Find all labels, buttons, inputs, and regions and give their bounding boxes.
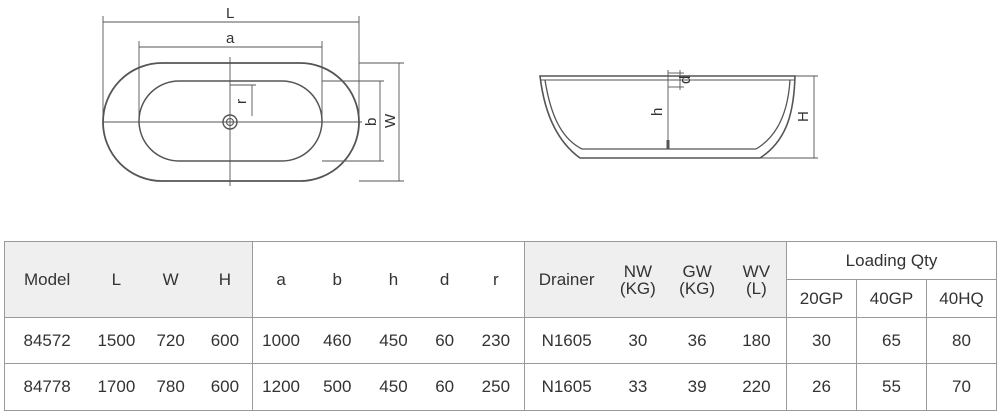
header-nw-line2: (KG) xyxy=(619,278,656,298)
header-40hq: 40HQ xyxy=(925,279,998,318)
row2-wv: 220 xyxy=(742,377,771,397)
row2-nw: 33 xyxy=(628,377,648,397)
header-W: W xyxy=(162,269,179,289)
header-wv-line1: WV xyxy=(742,261,771,281)
dim-label-a: a xyxy=(226,30,235,47)
row2-d: 60 xyxy=(435,377,455,397)
dim-label-W: W xyxy=(382,113,399,128)
header-group-model: Model L W H xyxy=(4,241,253,318)
table-row: 84572 1500 720 600 1000 460 450 60 230 N… xyxy=(4,317,998,364)
row1-W: 720 xyxy=(156,330,185,350)
top-view-labels: L a r b W xyxy=(226,5,399,128)
row2-gw: 39 xyxy=(687,377,707,397)
row1-r: 230 xyxy=(481,330,511,350)
dim-label-r: r xyxy=(233,99,250,104)
dim-label-H: H xyxy=(795,111,812,122)
table-row: 84778 1700 780 600 1200 500 450 60 250 N… xyxy=(4,363,998,411)
header-wv: WV (L) xyxy=(733,263,779,297)
row2-h: 450 xyxy=(379,377,408,397)
header-r: r xyxy=(493,269,499,289)
header-loading-qty: Loading Qty xyxy=(785,241,998,280)
dim-label-L: L xyxy=(226,5,234,22)
row1-h: 450 xyxy=(379,330,408,350)
row1-d: 60 xyxy=(435,330,455,350)
row1-gw: 36 xyxy=(687,330,707,350)
row1-nw: 30 xyxy=(628,330,648,350)
row2-H: 600 xyxy=(210,377,240,397)
row1-a: 1000 xyxy=(262,330,300,350)
row1-group-dimensions: 1000 460 450 60 230 xyxy=(252,317,525,364)
row2-model: 84778 xyxy=(23,377,71,397)
top-view-drawing xyxy=(102,16,404,186)
row2-r: 250 xyxy=(481,377,511,397)
row1-wv: 180 xyxy=(742,330,771,350)
row1-drainer: N1605 xyxy=(541,330,592,350)
row1-group-weights: N1605 30 36 180 xyxy=(524,317,787,364)
side-view-drawing xyxy=(539,70,818,159)
row1-group-model: 84572 1500 720 600 xyxy=(4,317,253,364)
row1-model: 84572 xyxy=(23,330,71,350)
header-20gp: 20GP xyxy=(786,279,857,318)
header-model: Model xyxy=(23,269,71,289)
header-nw: NW (KG) xyxy=(615,263,661,297)
row2-group-dimensions: 1200 500 450 60 250 xyxy=(252,363,525,411)
spec-table: Model L W H a b h d r Drainer NW (KG) xyxy=(4,241,998,411)
header-row-2: 20GP 40GP 40HQ xyxy=(5,279,998,318)
header-wv-line2: (L) xyxy=(745,278,767,298)
header-h: h xyxy=(388,269,399,289)
row1-b: 460 xyxy=(323,330,352,350)
row2-drainer: N1605 xyxy=(541,377,592,397)
row1-40hq: 80 xyxy=(925,317,998,364)
header-row-1: Model L W H a b h d r Drainer NW (KG) xyxy=(4,241,998,318)
header-40gp: 40GP xyxy=(856,279,927,318)
dim-label-h: h xyxy=(649,108,666,116)
row1-20gp: 30 xyxy=(786,317,857,364)
header-gw-line1: GW xyxy=(682,261,712,281)
row2-group-model: 84778 1700 780 600 xyxy=(4,363,253,411)
row2-a: 1200 xyxy=(262,377,300,397)
header-b: b xyxy=(332,269,343,289)
header-gw: GW (KG) xyxy=(674,263,720,297)
row1-40gp: 65 xyxy=(856,317,927,364)
row1-L: 1500 xyxy=(97,330,136,350)
row2-W: 780 xyxy=(156,377,185,397)
header-group-weights: Drainer NW (KG) GW (KG) WV (L) xyxy=(524,241,787,318)
header-H: H xyxy=(218,269,232,289)
header-d: d xyxy=(439,269,450,289)
row2-group-weights: N1605 33 39 220 xyxy=(524,363,787,411)
row2-20gp: 26 xyxy=(786,363,857,411)
row2-40hq: 70 xyxy=(925,363,998,411)
header-group-dimensions: a b h d r xyxy=(252,241,525,318)
row2-40gp: 55 xyxy=(856,363,927,411)
header-a: a xyxy=(276,269,286,289)
row2-L: 1700 xyxy=(97,377,136,397)
row2-b: 500 xyxy=(323,377,352,397)
header-nw-line1: NW xyxy=(623,261,653,281)
header-L: L xyxy=(111,269,122,289)
header-drainer: Drainer xyxy=(538,269,595,289)
header-gw-line2: (KG) xyxy=(679,278,716,298)
dim-label-d: d xyxy=(677,76,694,84)
row1-H: 600 xyxy=(210,330,240,350)
side-view-labels: h d H xyxy=(649,76,812,122)
technical-drawings: L a r b W h d H xyxy=(102,5,818,186)
dim-label-b: b xyxy=(363,118,380,126)
